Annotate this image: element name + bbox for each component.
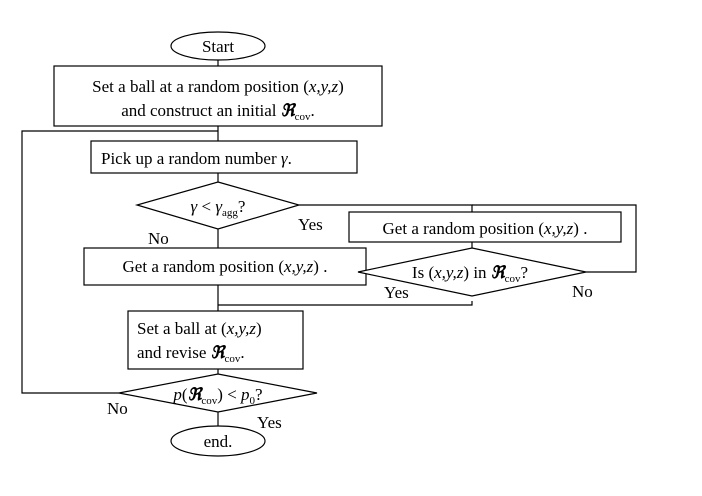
decision3-label: p(ℜcov) < p0? [172, 385, 262, 407]
get-right-label: Get a random position (x,y,z) . [383, 219, 588, 238]
start-label: Start [202, 37, 234, 56]
decision3-node: p(ℜcov) < p0? No Yes [107, 373, 318, 432]
set-box [127, 310, 304, 370]
get-left-box [83, 247, 367, 286]
get-left-node: Get a random position (x,y,z) . [83, 247, 367, 286]
edge-decision3-no [21, 130, 218, 394]
decision1-diamond [134, 181, 302, 230]
set-node: Set a ball at (x,y,z) and revise ℜcov. [127, 310, 304, 370]
decision1-node: γ < γagg? Yes No [134, 181, 323, 248]
decision2-yes-label: Yes [384, 283, 409, 302]
init-box [53, 65, 383, 127]
decision2-no-label: No [572, 282, 593, 301]
pick-node: Pick up a random number γ. [90, 140, 358, 174]
edge-decision2-no [472, 204, 637, 273]
end-terminal [170, 425, 266, 457]
init-node: Set a ball at a random position (x,y,z) … [53, 65, 383, 127]
decision2-label: Is (x,y,z) in ℜcov? [412, 263, 528, 285]
pick-label: Pick up a random number γ. [101, 149, 292, 168]
get-left-label: Get a random position (x,y,z) . [123, 257, 328, 276]
decision3-diamond [118, 373, 318, 413]
set-line2: and revise ℜcov. [137, 343, 245, 365]
init-line1: Set a ball at a random position (x,y,z) [92, 77, 344, 96]
decision3-yes-label: Yes [257, 413, 282, 432]
end-node: end. [170, 425, 266, 457]
decision3-no-label: No [107, 399, 128, 418]
decision1-yes-label: Yes [298, 215, 323, 234]
init-line2: and construct an initial ℜcov. [121, 101, 315, 123]
edge-decision1-yes [299, 204, 473, 212]
decision1-no-label: No [148, 229, 169, 248]
decision1-label: γ < γagg? [191, 197, 246, 219]
get-right-node: Get a random position (x,y,z) . [348, 211, 622, 243]
edge-decision2-yes [218, 301, 473, 306]
start-node: Start [170, 31, 266, 61]
decision2-diamond [357, 247, 587, 297]
pick-box [90, 140, 358, 174]
get-right-box [348, 211, 622, 243]
connectors [21, 59, 637, 426]
decision2-node: Is (x,y,z) in ℜcov? Yes No [357, 247, 593, 302]
set-line1: Set a ball at (x,y,z) [137, 319, 262, 338]
start-terminal [170, 31, 266, 61]
end-label: end. [204, 432, 233, 451]
